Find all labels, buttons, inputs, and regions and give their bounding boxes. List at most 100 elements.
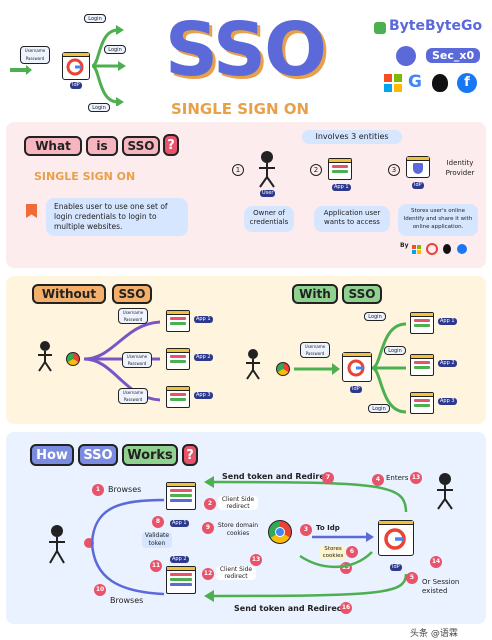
tag-sso: SSO <box>122 136 160 156</box>
header-credentials: Username Password <box>20 46 50 64</box>
step-4-text: Enters <box>386 474 409 482</box>
how-idp-label: IdP <box>390 564 402 571</box>
how-sso-works-panel: How SSO Works ? 1 Browses 10 Browses App… <box>6 432 486 624</box>
windows-icon <box>384 74 402 92</box>
header-login-2: Login <box>104 45 126 54</box>
entity-2-number: 2 <box>310 164 322 176</box>
header-branch-arrows <box>91 25 126 106</box>
step-3-text: To Idp <box>316 524 340 532</box>
with-app-3 <box>410 392 434 414</box>
entity-3-number: 3 <box>388 164 400 176</box>
with-login-1: Login <box>364 312 386 321</box>
page-subtitle: SINGLE SIGN ON <box>170 100 310 118</box>
header-idp-label: IdP <box>70 82 82 89</box>
step-3-number: 3 <box>300 524 312 536</box>
entity-1-desc: Owner of credentials <box>244 206 294 232</box>
what-is-sso-panel: What is SSO ? SINGLE SIGN ON Enables use… <box>6 122 486 268</box>
without-app-1-label: App 1 <box>194 316 213 323</box>
tag-is: is <box>86 136 118 156</box>
brand-logo <box>374 22 386 34</box>
with-idp-box <box>342 352 372 382</box>
step-7-number: 7 <box>322 472 334 484</box>
brand-name: ByteByteGo <box>389 18 483 34</box>
without-app-2-label: App 2 <box>194 354 213 361</box>
page-title: SSO <box>164 7 327 93</box>
tag-works: Works <box>122 444 178 466</box>
entity-3-desc: Stores user's online Identify and share … <box>398 204 478 236</box>
how-chrome-icon <box>268 520 292 544</box>
how-user-curves <box>90 498 165 596</box>
with-credentials: Username Password <box>300 342 330 358</box>
how-idp-box <box>378 520 414 556</box>
how-user-dot <box>84 538 94 548</box>
google-icon <box>384 528 406 550</box>
tag-without-sso: SSO <box>112 284 152 304</box>
step-1-number: 1 <box>92 484 104 496</box>
without-app-2 <box>166 348 190 370</box>
how-app-1-label: App 1 <box>170 520 189 527</box>
step-7-text: Send token and Redirect <box>222 472 334 481</box>
how-right-user-figure <box>437 473 453 510</box>
step-6-number: 6 <box>346 546 358 558</box>
what-heading: SINGLE SIGN ON <box>34 170 136 183</box>
entity-3-idp-icon <box>406 156 430 178</box>
with-app-2-label: App 2 <box>438 360 457 367</box>
step-9-number: 9 <box>202 522 214 534</box>
without-app-3-label: App 3 <box>194 392 213 399</box>
with-user-figure <box>246 349 260 380</box>
send-token-top-arrow <box>204 476 408 513</box>
to-idp-arrow <box>312 532 374 542</box>
step-5-number: 5 <box>406 572 418 584</box>
send-token-bottom-arrow <box>204 573 408 602</box>
with-app-1 <box>410 312 434 334</box>
without-app-1 <box>166 310 190 332</box>
step-12-text: Client Side redirect <box>216 566 256 580</box>
with-login-3: Login <box>368 404 390 413</box>
shield-icon <box>413 163 423 174</box>
step-9-text: Store domain cookies <box>217 522 259 537</box>
step-14-number: 14 <box>430 556 442 568</box>
entities-header: Involves 3 entities <box>302 130 402 144</box>
google-icon <box>347 359 365 377</box>
apple-icon <box>432 74 448 92</box>
facebook-icon: f <box>457 73 477 93</box>
header-login-1: Login <box>84 14 106 23</box>
tag-with: With <box>292 284 338 304</box>
step-16-number: 16 <box>340 602 352 614</box>
step-11-number: 11 <box>150 560 162 572</box>
entity-3-side-label: Identity Provider <box>445 159 475 177</box>
entity-2-tag: App 1 <box>332 184 351 191</box>
header-login-3: Login <box>88 103 110 112</box>
header-idp-box <box>62 52 90 80</box>
step-4-number: 4 <box>372 474 384 486</box>
step-2-text: Client Side redirect <box>218 496 258 510</box>
author-avatar <box>396 46 416 66</box>
tag-how: How <box>30 444 74 466</box>
step-13-number: 13 <box>250 554 262 566</box>
tag-without: Without <box>32 284 106 304</box>
tag-how-sso: SSO <box>78 444 118 466</box>
how-app-2 <box>166 566 196 594</box>
watermark: 头条 @语霖 <box>410 629 458 639</box>
with-login-2: Login <box>384 346 406 355</box>
step-8-text: Validate token <box>142 532 172 548</box>
step-13b-number: 13 <box>410 472 422 484</box>
step-2-number: 2 <box>204 498 216 510</box>
without-app-3 <box>166 386 190 408</box>
with-idp-label: IdP <box>350 386 362 393</box>
step-10-number: 10 <box>94 584 106 596</box>
header-user-arrow <box>10 60 32 75</box>
user-figure-icon <box>259 151 275 188</box>
entity-1-tag: User <box>260 190 276 197</box>
without-cred-2: Username Password <box>122 352 152 368</box>
how-app-2-label: App 2 <box>170 556 189 563</box>
step-10-text: Browses <box>110 596 144 605</box>
step-6-text: Stores cookies <box>320 546 346 560</box>
with-app-2 <box>410 354 434 376</box>
google-icon <box>66 58 84 76</box>
entity-2-desc: Application user wants to access <box>314 206 390 232</box>
without-with-panel: Without SSO Username Password Username P… <box>6 276 486 424</box>
without-cred-1: Username Password <box>118 308 148 324</box>
with-branch-arrows <box>372 322 407 414</box>
with-app-1-label: App 1 <box>438 318 457 325</box>
